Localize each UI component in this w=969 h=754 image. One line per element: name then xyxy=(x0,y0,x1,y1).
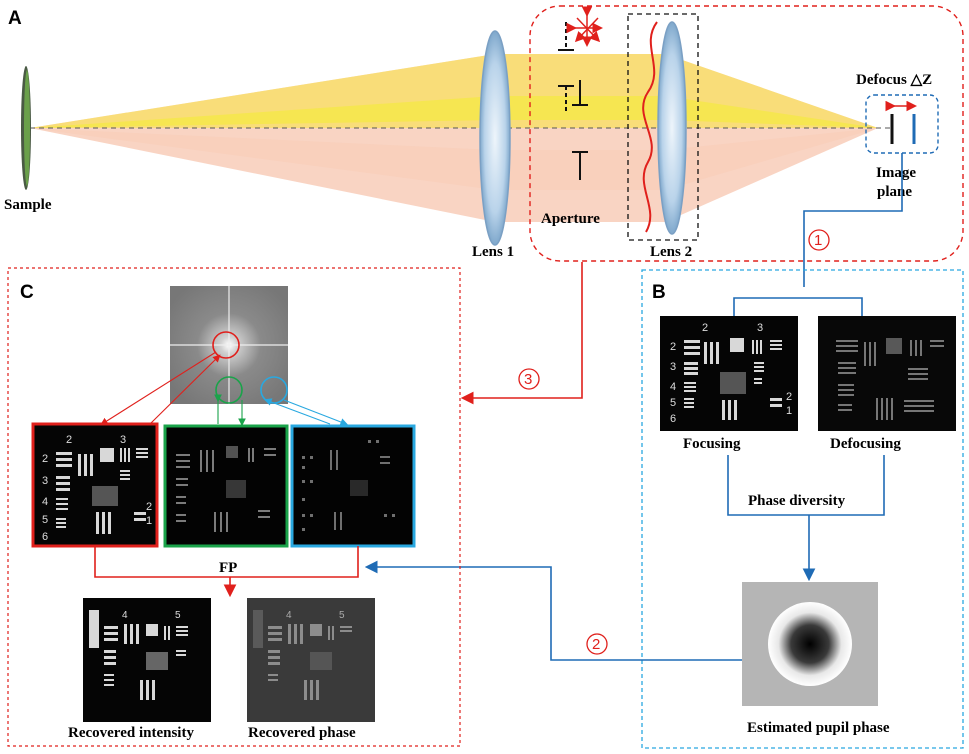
aperture-label: Aperture xyxy=(541,211,600,227)
lowres-image-cyan xyxy=(290,424,416,548)
step-1-badge xyxy=(808,229,830,251)
focus-row-2: 2 xyxy=(670,341,676,353)
c-group-3: 3 xyxy=(120,434,126,446)
sample-label: Sample xyxy=(4,197,52,213)
lens-2-box xyxy=(627,13,699,241)
imaging-system-box xyxy=(529,5,964,262)
focus-row-6: 6 xyxy=(670,413,676,425)
focus-group-2: 2 xyxy=(702,322,708,334)
focus-row-4: 4 xyxy=(670,381,676,393)
image-plane-label-1: Image xyxy=(876,165,916,181)
step-3-badge xyxy=(518,368,540,390)
recovered-intensity-image: 4 5 xyxy=(83,598,211,722)
recovered-intensity-label: Recovered intensity xyxy=(68,725,194,741)
phase-diversity-label: Phase diversity xyxy=(748,493,846,509)
focus-row-3: 3 xyxy=(670,361,676,373)
rec-int-group-4: 4 xyxy=(122,610,128,621)
aberration-wave xyxy=(642,21,658,233)
fp-label: FP xyxy=(219,560,237,576)
c-small-2: 2 xyxy=(146,501,152,513)
lowres-image-red: 2 3 2 3 4 5 6 2 1 xyxy=(31,422,159,548)
c-row-2: 2 xyxy=(42,453,48,465)
panel-a-letter: A xyxy=(8,8,22,29)
defocusing-image xyxy=(818,316,956,431)
estimated-pupil-image xyxy=(742,582,878,706)
pupil-circle-red xyxy=(212,331,240,359)
connector-b-split xyxy=(733,297,863,316)
estimated-pupil-label: Estimated pupil phase xyxy=(747,720,890,736)
defocus-label: Defocus △Z xyxy=(856,72,932,88)
aperture-stops xyxy=(558,22,588,180)
c-group-2: 2 xyxy=(66,434,72,446)
c-row-3: 3 xyxy=(42,475,48,487)
c-row-4: 4 xyxy=(42,496,48,508)
focus-row-5: 5 xyxy=(670,397,676,409)
panel-c-letter: C xyxy=(20,282,34,303)
rec-ph-group-4: 4 xyxy=(286,610,292,621)
lens-2-label: Lens 2 xyxy=(650,244,692,260)
rec-int-group-5: 5 xyxy=(175,610,181,621)
image-plane-box xyxy=(865,94,939,154)
c-row-5: 5 xyxy=(42,514,48,526)
focusing-label: Focusing xyxy=(683,436,741,452)
focus-group-3: 3 xyxy=(757,322,763,334)
step-2-number: 2 xyxy=(592,636,600,653)
fp-merge-lines xyxy=(94,546,359,578)
lens-1-label: Lens 1 xyxy=(472,244,514,260)
connector-phase-diversity xyxy=(727,455,885,516)
panel-b-box xyxy=(641,269,964,749)
image-plane-label-2: plane xyxy=(877,184,912,200)
lens-2 xyxy=(657,21,687,235)
panel-c-box xyxy=(7,267,461,747)
defocusing-label: Defocusing xyxy=(830,436,901,452)
connector-step-2 xyxy=(364,560,742,661)
connector-step-3 xyxy=(460,262,583,405)
spectrum-to-image-arrows xyxy=(100,351,349,427)
lowres-image-green xyxy=(163,424,289,548)
pupil-circle-green xyxy=(215,376,243,404)
recovered-phase-label: Recovered phase xyxy=(248,725,356,741)
step-1-number: 1 xyxy=(814,232,822,249)
sample-object xyxy=(21,66,31,190)
focus-small-2: 2 xyxy=(786,391,792,403)
lens-1 xyxy=(479,30,511,246)
c-row-6: 6 xyxy=(42,531,48,543)
light-beams xyxy=(30,54,890,222)
aperture-move-arrows xyxy=(566,6,603,47)
connector-step-1 xyxy=(803,153,903,287)
c-small-1: 1 xyxy=(146,515,152,527)
panel-b-letter: B xyxy=(652,282,666,303)
focus-small-1: 1 xyxy=(786,405,792,417)
focusing-image: 2 3 2 3 4 5 6 2 1 xyxy=(660,316,798,431)
phase-diversity-bg xyxy=(744,490,872,510)
recovered-phase-image: 4 5 xyxy=(247,598,375,722)
rec-ph-group-5: 5 xyxy=(339,610,345,621)
step-2-badge xyxy=(586,633,608,655)
step-3-number: 3 xyxy=(524,371,532,388)
